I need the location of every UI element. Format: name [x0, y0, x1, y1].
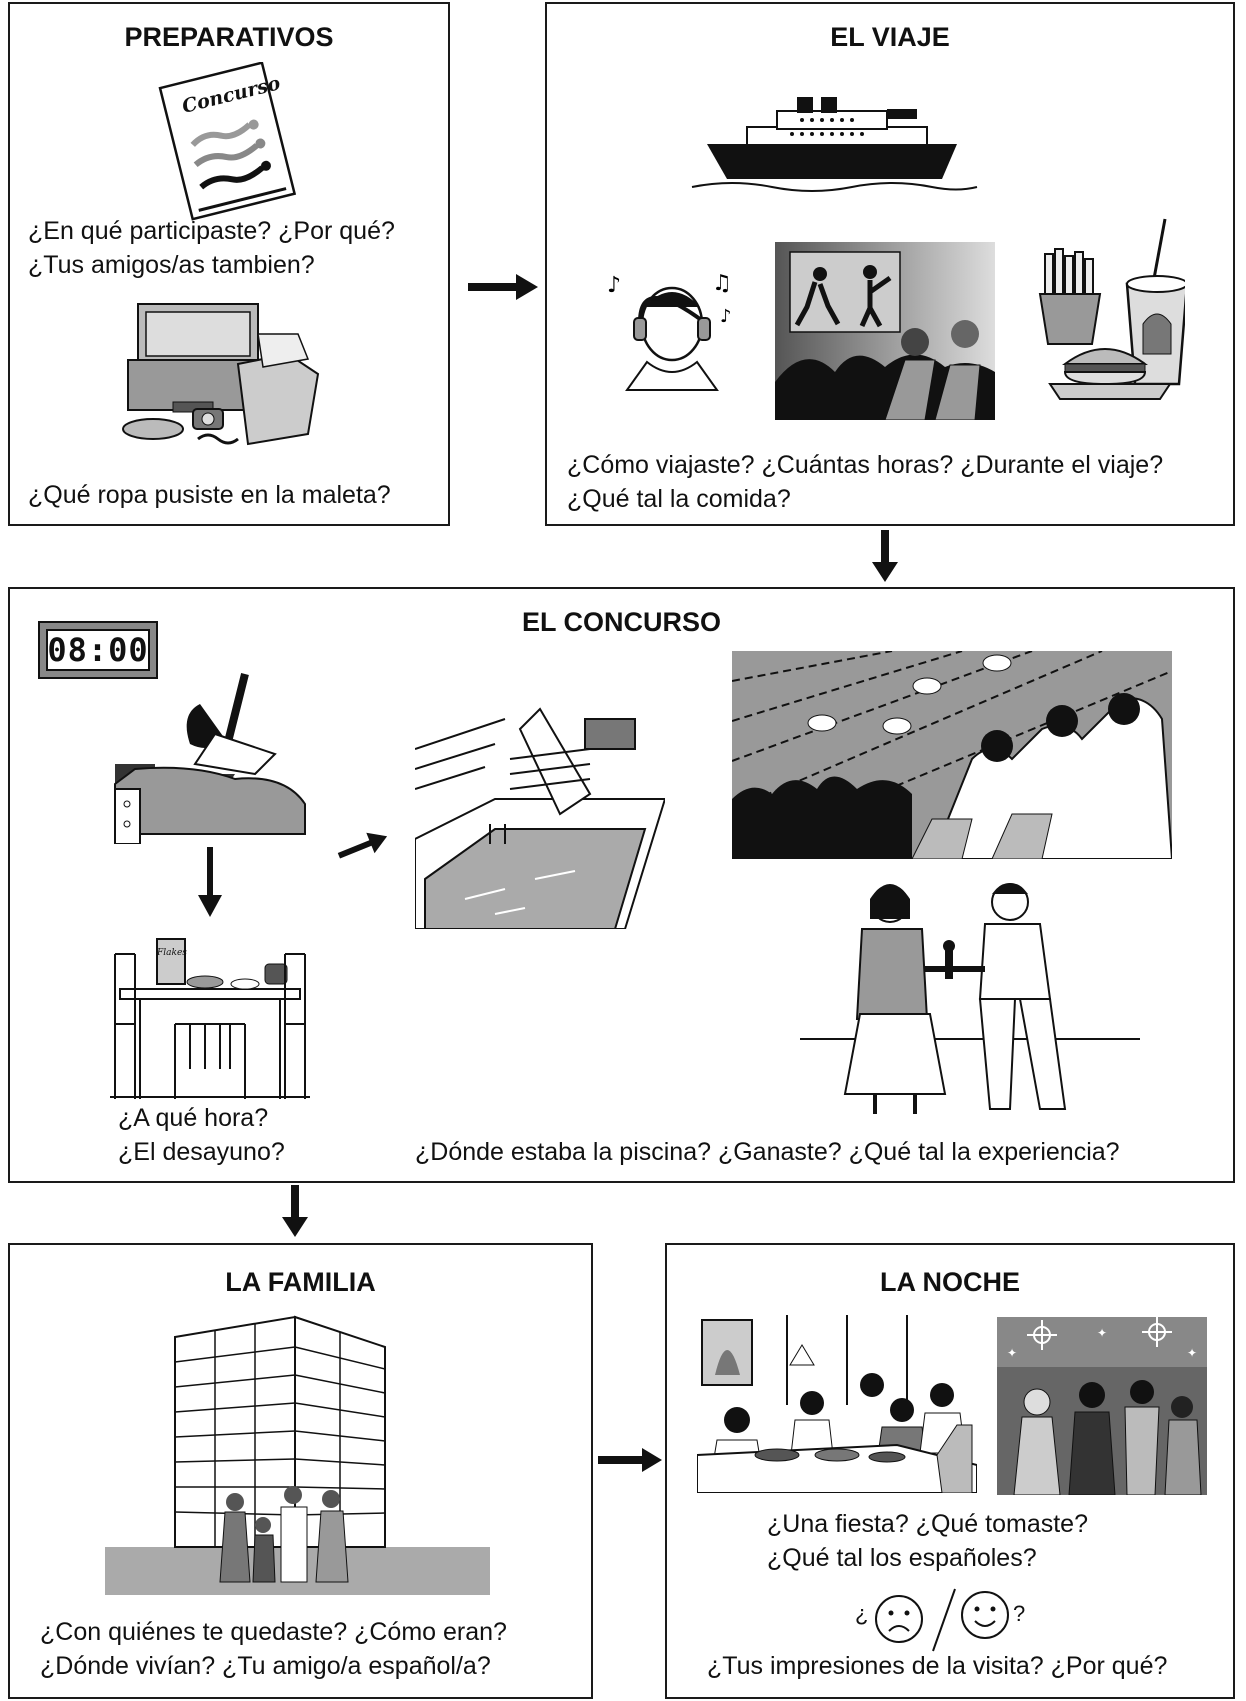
arrow-down-icon — [280, 1185, 310, 1239]
question-line: ¿Qué tal los españoles? — [767, 1544, 1037, 1572]
mood-open-mark: ¿ — [855, 1601, 869, 1626]
question-line: ¿Dónde estaba la piscina? ¿Ganaste? ¿Qué… — [415, 1138, 1120, 1166]
apartment-building-illustration — [105, 1307, 490, 1595]
breakfast-table-illustration: Flakes — [105, 934, 315, 1099]
panel-la-noche: LA NOCHE — [665, 1243, 1235, 1699]
arrow-down-icon — [195, 847, 225, 919]
question-line: ¿En qué participaste? ¿Por qué? — [28, 217, 395, 245]
question-line: ¿A qué hora? — [118, 1104, 269, 1132]
mood-choice: ¿ ? — [855, 1585, 1045, 1655]
panel-title: EL CONCURSO — [521, 607, 722, 637]
fast-food-illustration — [1035, 214, 1185, 404]
arrow-down-icon — [870, 530, 900, 584]
swimming-pool-illustration — [415, 699, 665, 929]
question-line: ¿Tus amigos/as tambien? — [28, 251, 315, 279]
headphones-man-illustration: ♪ ♫ ♪ — [602, 262, 742, 392]
sad-face-icon — [875, 1595, 923, 1643]
dancing-party-illustration: ✦ ✦ ✦ — [997, 1317, 1207, 1495]
happy-face-icon — [961, 1591, 1009, 1639]
award-ceremony-illustration — [800, 874, 1140, 1119]
svg-text:♪: ♪ — [607, 273, 621, 298]
cereal-label: Flakes — [157, 948, 187, 958]
svg-text:♫: ♫ — [712, 271, 732, 296]
contest-magazine-illustration: Concurso — [145, 62, 305, 222]
question-line: ¿Qué ropa pusiste en la maleta? — [28, 481, 391, 509]
svg-text:♪: ♪ — [720, 306, 732, 327]
panel-la-familia: LA FAMILIA — [8, 1243, 593, 1699]
question-line: ¿Dónde vivían? ¿Tu amigo/a español/a? — [40, 1652, 491, 1680]
panel-title: PREPARATIVOS — [124, 22, 334, 52]
waking-up-illustration — [105, 664, 325, 844]
question-line: ¿Una fiesta? ¿Qué tomaste? — [767, 1510, 1088, 1538]
svg-text:✦: ✦ — [1187, 1346, 1197, 1360]
clock-time: 08:00 — [47, 631, 149, 669]
arrow-right-icon — [335, 829, 391, 863]
panel-title: LA NOCHE — [880, 1267, 1020, 1297]
question-line: ¿El desayuno? — [118, 1138, 285, 1166]
ship-illustration — [687, 89, 987, 199]
panel-title: LA FAMILIA — [225, 1267, 376, 1297]
question-line: ¿Con quiénes te quedaste? ¿Cómo eran? — [40, 1618, 507, 1646]
question-line: ¿Tus impresiones de la visita? ¿Por qué? — [707, 1652, 1168, 1680]
restaurant-dinner-illustration — [697, 1315, 977, 1493]
swimming-race-illustration — [732, 651, 1172, 859]
inflight-movie-illustration — [775, 242, 995, 420]
svg-text:✦: ✦ — [1097, 1326, 1107, 1340]
panel-preparativos: PREPARATIVOS Concurso ¿En qué participas… — [8, 2, 450, 526]
digital-clock: 08:00 — [38, 621, 158, 679]
question-line: ¿Cómo viajaste? ¿Cuántas horas? ¿Durante… — [567, 451, 1164, 479]
svg-text:✦: ✦ — [1007, 1346, 1017, 1360]
arrow-right-icon — [598, 1446, 664, 1474]
suitcase-illustration — [118, 294, 328, 454]
panel-title: EL VIAJE — [830, 22, 950, 52]
slash-divider — [932, 1588, 956, 1652]
mood-close-mark: ? — [1013, 1601, 1026, 1626]
arrow-right-icon — [468, 272, 540, 302]
question-line: ¿Qué tal la comida? — [567, 485, 791, 513]
panel-el-concurso: EL CONCURSO 08:00 — [8, 587, 1235, 1183]
panel-el-viaje: EL VIAJE ♪ ♫ ♪ — [545, 2, 1235, 526]
